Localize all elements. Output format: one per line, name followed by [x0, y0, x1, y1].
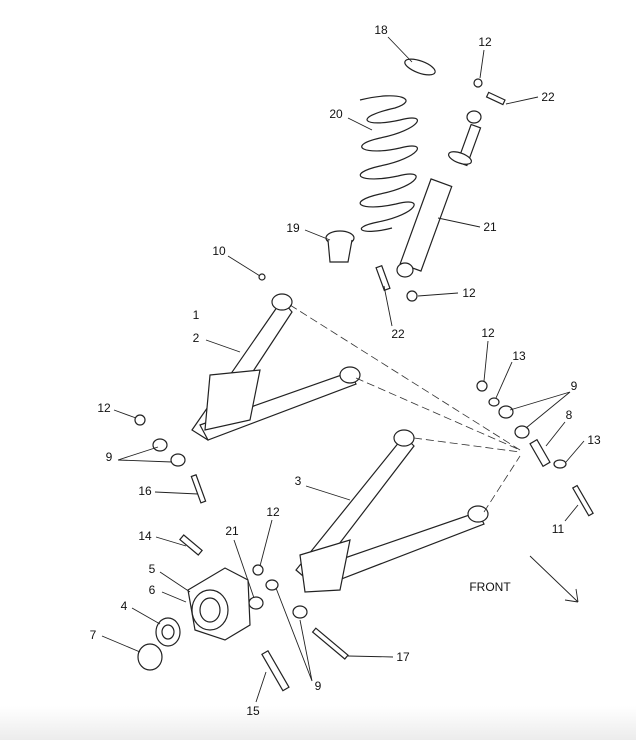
bolt-22-lower [375, 264, 391, 292]
callout-6: 6 [149, 583, 156, 597]
snap-ring [137, 643, 163, 671]
callout-12: 12 [266, 505, 280, 519]
callout-10: 10 [212, 244, 226, 258]
callout-14: 14 [138, 529, 152, 543]
coil-spring [359, 95, 419, 232]
callout-11: 11 [552, 522, 565, 536]
bearing-carrier [187, 567, 251, 641]
lower-a-arm [295, 429, 489, 593]
callout-13: 13 [512, 349, 526, 363]
bushings [152, 405, 530, 619]
shock-absorber [396, 110, 482, 278]
callout-9: 9 [106, 450, 113, 464]
front-label: FRONT [469, 580, 511, 594]
bolt-22-top [485, 91, 506, 106]
callout-5: 5 [149, 562, 156, 576]
callout-12: 12 [481, 326, 495, 340]
callout-20: 20 [329, 107, 343, 121]
callout-16: 16 [138, 484, 152, 498]
callout-17: 17 [396, 650, 410, 664]
callout-9: 9 [315, 679, 322, 693]
callout-18: 18 [374, 23, 388, 37]
callout-12: 12 [462, 286, 476, 300]
callout-21: 21 [483, 220, 497, 234]
callout-2: 2 [193, 331, 200, 345]
callout-9: 9 [571, 379, 578, 393]
callout-19: 19 [286, 221, 300, 235]
front-arrow-icon [529, 555, 579, 603]
spring-seat-top [404, 58, 436, 76]
callout-13: 13 [587, 433, 601, 447]
bottom-bar [0, 706, 636, 740]
callout-8: 8 [566, 408, 573, 422]
callout-22: 22 [541, 90, 555, 104]
nut [134, 78, 488, 576]
callout-4: 4 [121, 599, 128, 613]
callout-3: 3 [295, 474, 302, 488]
spring-seat-bottom [325, 230, 355, 263]
callout-21: 21 [225, 524, 239, 538]
callout-7: 7 [90, 628, 97, 642]
leader-lines [101, 36, 585, 703]
callout-1: 1 [193, 308, 200, 322]
callout-12: 12 [97, 401, 111, 415]
callout-22: 22 [391, 327, 405, 341]
callout-12: 12 [478, 35, 492, 49]
bearing [155, 617, 181, 647]
upper-a-arm [191, 293, 361, 441]
callout-15: 15 [246, 704, 260, 718]
pins-and-bolts [179, 438, 594, 692]
